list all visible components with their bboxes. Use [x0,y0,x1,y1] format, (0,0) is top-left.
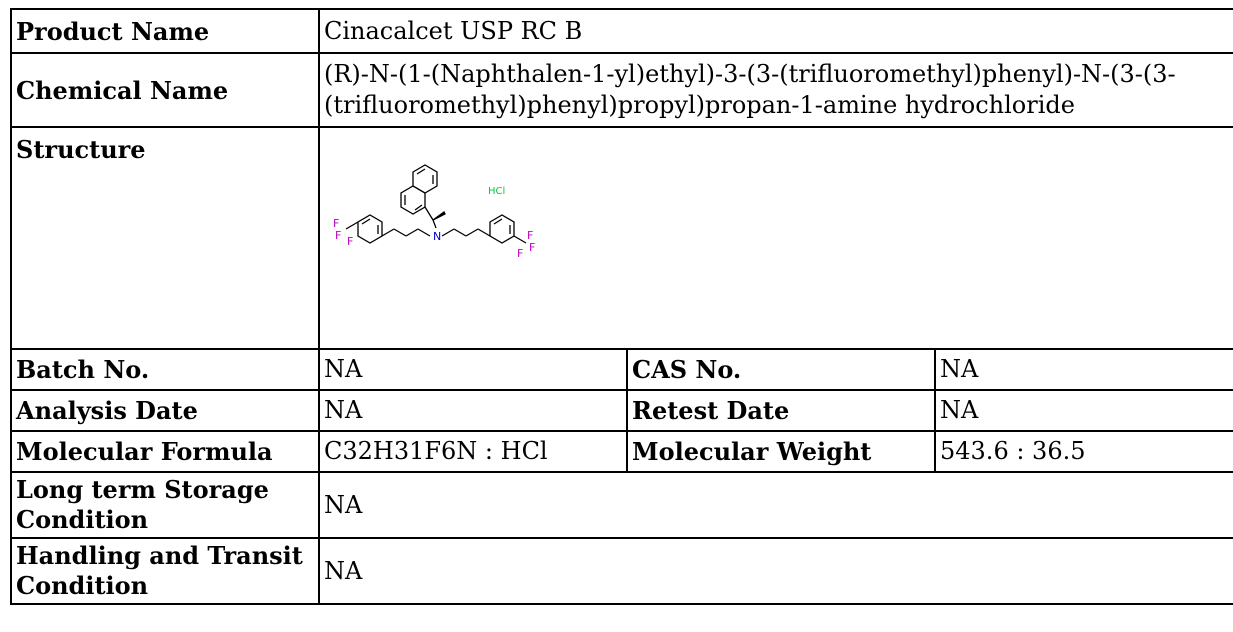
structure-atoms: N F F F F F F HCl [333,186,535,260]
atom-f-right-1: F [527,229,533,242]
molecular-formula-label: Molecular Formula [10,430,320,473]
long-term-storage-value: NA [317,471,1233,539]
row-long-term-storage: Long term Storage Condition NA [10,471,1233,539]
atom-f-left-3: F [347,235,353,248]
cas-no-value: NA [933,348,1233,391]
analysis-date-value: NA [318,389,628,432]
row-formula-weight: Molecular Formula C32H31F6N : HCl Molecu… [10,430,1233,473]
batch-no-value: NA [318,348,628,391]
molecular-weight-value: 543.6 : 36.5 [933,430,1233,473]
structure-svg: N F F F F F F HCl [333,164,535,260]
long-term-storage-label: Long term Storage Condition [10,471,320,539]
structure-drawing: N F F F F F F HCl [320,128,1233,342]
structure-bonds [345,164,527,244]
molecular-formula-value: C32H31F6N : HCl [318,430,628,473]
chemical-name-value: (R)-N-(1-(Naphthalen-1-yl)ethyl)-3-(3-(t… [317,52,1233,128]
analysis-date-label: Analysis Date [10,389,320,432]
atom-f-right-3: F [517,247,523,260]
wedge-bond [432,211,446,221]
product-info-sheet: Product Name Cinacalcet USP RC B Chemica… [10,8,1233,605]
structure-cell: N F F F F F F HCl [317,126,1233,350]
molecular-weight-label: Molecular Weight [626,430,936,473]
structure-label: Structure [10,126,320,350]
left-phenyl-ring [357,214,383,244]
chemical-name-label: Chemical Name [10,52,320,128]
atom-f-left-2: F [335,229,341,242]
row-analysis-retest: Analysis Date NA Retest Date NA [10,389,1233,432]
row-product-name: Product Name Cinacalcet USP RC B [10,8,1233,54]
atom-n: N [433,230,441,243]
atom-f-right-2: F [529,241,535,254]
atom-f-left-1: F [333,217,339,230]
retest-date-value: NA [933,389,1233,432]
handling-transit-label: Handling and Transit Condition [10,537,320,605]
row-handling-transit: Handling and Transit Condition NA [10,537,1233,605]
batch-no-label: Batch No. [10,348,320,391]
salt-label: HCl [488,186,505,197]
row-chemical-name: Chemical Name (R)-N-(1-(Naphthalen-1-yl)… [10,52,1233,128]
handling-transit-value: NA [317,537,1233,605]
row-batch-cas: Batch No. NA CAS No. NA [10,348,1233,391]
row-structure: Structure [10,126,1233,350]
product-name-label: Product Name [10,8,320,54]
product-info-table: Product Name Cinacalcet USP RC B Chemica… [10,8,1233,605]
product-name-value: Cinacalcet USP RC B [317,8,1233,54]
retest-date-label: Retest Date [626,389,936,432]
cas-no-label: CAS No. [626,348,936,391]
